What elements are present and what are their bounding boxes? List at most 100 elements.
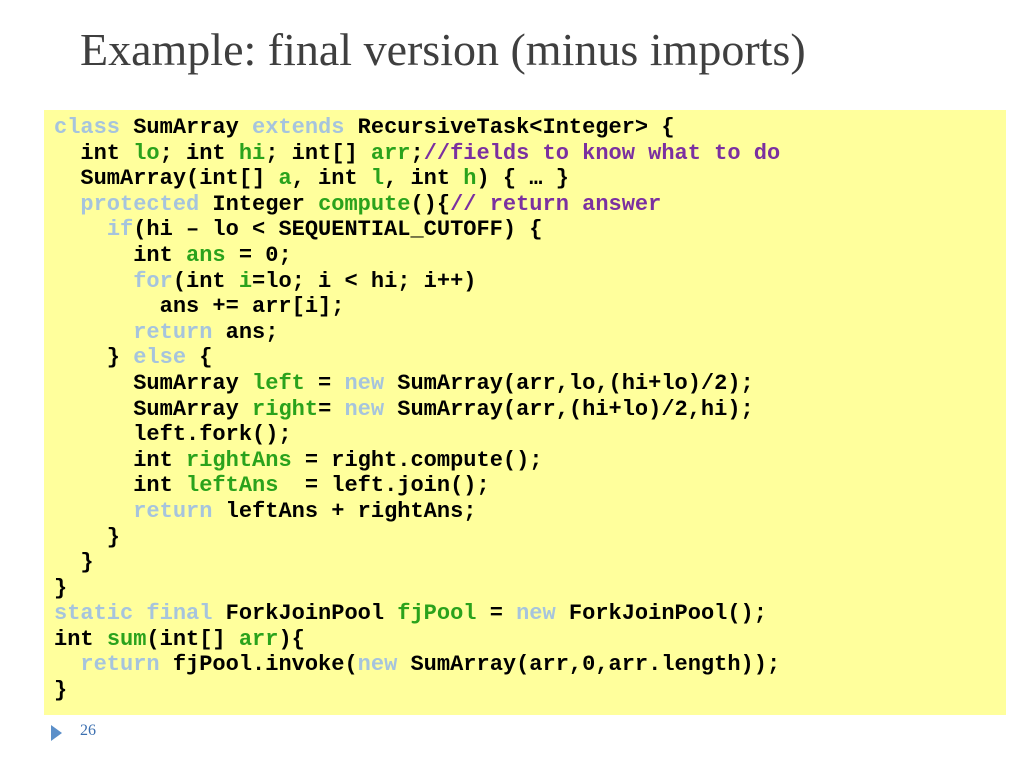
code-text: SumArray(arr,lo,(hi+lo)/2);: [384, 370, 754, 396]
code-text: SumArray(arr,(hi+lo)/2,hi);: [384, 396, 754, 422]
code-text: (int[]: [146, 626, 239, 652]
code-text: [54, 320, 133, 345]
code-identifier: arr: [370, 140, 411, 166]
code-text: SumArray(int[]: [54, 166, 279, 192]
code-identifier: right: [252, 396, 319, 422]
code-text: Integer: [199, 191, 319, 217]
code-text: }: [54, 524, 121, 550]
code-line: }: [54, 525, 1006, 551]
code-text: }: [54, 550, 94, 576]
code-identifier: sum: [106, 626, 147, 652]
code-text: ForkJoinPool();: [555, 601, 767, 627]
code-text: ans;: [212, 319, 279, 345]
code-keyword: new: [344, 396, 385, 422]
code-text: , int: [291, 166, 371, 192]
code-line: protected Integer compute(){// return an…: [54, 192, 1006, 218]
code-keyword: new: [516, 601, 556, 627]
code-keyword: return: [133, 319, 213, 345]
code-text: ans += arr[i];: [54, 294, 345, 320]
code-text: int: [54, 140, 134, 166]
code-text: (hi – lo < SEQUENTIAL_CUTOFF) {: [133, 217, 543, 243]
page-number: 26: [80, 722, 96, 739]
code-listing: class SumArray extends RecursiveTask<Int…: [54, 115, 1006, 704]
code-line: if(hi – lo < SEQUENTIAL_CUTOFF) {: [54, 217, 1006, 243]
code-identifier: arr: [238, 626, 279, 652]
code-text: }: [54, 575, 68, 601]
code-line: return ans;: [54, 320, 1006, 346]
code-line: }: [54, 550, 1006, 576]
code-line: SumArray(int[] a, int l, int h) { … }: [54, 166, 1006, 192]
code-keyword: if: [106, 217, 134, 243]
code-text: =: [318, 396, 345, 422]
code-line: static final ForkJoinPool fjPool = new F…: [54, 601, 1006, 627]
code-identifier: ans: [186, 242, 226, 268]
play-triangle-icon: [51, 725, 62, 741]
code-text: ; int: [159, 140, 239, 166]
code-text: {: [186, 345, 213, 371]
code-text: [54, 192, 80, 217]
code-text: ; int[]: [265, 140, 371, 166]
code-text: =: [304, 370, 345, 396]
code-text: = 0;: [225, 242, 292, 268]
code-line: SumArray left = new SumArray(arr,lo,(hi+…: [54, 371, 1006, 397]
code-line: int lo; int hi; int[] arr;//fields to kn…: [54, 141, 1006, 167]
code-text: int: [54, 626, 107, 652]
code-identifier: leftAns: [186, 473, 279, 499]
code-identifier: rightAns: [186, 447, 292, 473]
code-line: }: [54, 576, 1006, 602]
code-line: return leftAns + rightAns;: [54, 499, 1006, 525]
slide-title: Example: final version (minus imports): [80, 24, 806, 75]
code-identifier: h: [463, 166, 477, 192]
code-identifier: lo: [133, 140, 160, 166]
code-text: left.fork();: [54, 422, 292, 448]
code-text: int: [54, 242, 187, 268]
code-text: (){: [410, 191, 451, 217]
code-text: fjPool.invoke(: [159, 652, 358, 678]
code-keyword: new: [344, 370, 385, 396]
code-text: ;: [410, 140, 424, 166]
code-line: left.fork();: [54, 422, 1006, 448]
code-line: int sum(int[] arr){: [54, 627, 1006, 653]
code-text: RecursiveTask<Integer> {: [344, 115, 675, 140]
code-block: class SumArray extends RecursiveTask<Int…: [44, 110, 1006, 715]
code-text: =lo; i < hi; i++): [252, 268, 477, 294]
code-text: = left.join();: [278, 473, 490, 499]
code-text: SumArray(arr,0,arr.length));: [397, 652, 781, 678]
code-text: SumArray: [54, 370, 253, 396]
code-comment: // return answer: [450, 191, 662, 217]
code-keyword: for: [133, 268, 173, 294]
code-identifier: fjPool: [397, 601, 477, 627]
code-text: SumArray: [54, 396, 253, 422]
code-keyword: else: [133, 345, 187, 371]
code-text: =: [476, 601, 517, 627]
code-line: ans += arr[i];: [54, 294, 1006, 320]
code-line: class SumArray extends RecursiveTask<Int…: [54, 115, 1006, 141]
code-identifier: left: [252, 370, 305, 396]
code-line: int leftAns = left.join();: [54, 473, 1006, 499]
code-text: ForkJoinPool: [212, 601, 398, 627]
code-text: leftAns + rightAns;: [212, 498, 477, 524]
code-text: SumArray: [120, 115, 253, 140]
code-text: [133, 601, 146, 626]
code-identifier: a: [278, 166, 292, 192]
code-line: for(int i=lo; i < hi; i++): [54, 269, 1006, 295]
code-keyword: new: [357, 652, 398, 678]
code-line: int ans = 0;: [54, 243, 1006, 269]
code-text: int: [54, 447, 187, 473]
code-text: [54, 499, 133, 524]
code-text: [54, 652, 80, 677]
code-line: SumArray right= new SumArray(arr,(hi+lo)…: [54, 397, 1006, 423]
code-text: }: [54, 678, 68, 704]
code-keyword: static: [54, 601, 134, 627]
code-keyword: class: [54, 115, 121, 140]
code-identifier: i: [238, 268, 253, 294]
code-text: ){: [278, 626, 305, 652]
code-line: } else {: [54, 345, 1006, 371]
code-comment: //fields to know what to do: [423, 140, 781, 166]
code-keyword: protected: [80, 191, 200, 217]
code-text: = right.compute();: [291, 447, 543, 473]
code-identifier: compute: [318, 191, 411, 217]
code-keyword: final: [146, 601, 213, 627]
code-identifier: hi: [238, 140, 266, 166]
